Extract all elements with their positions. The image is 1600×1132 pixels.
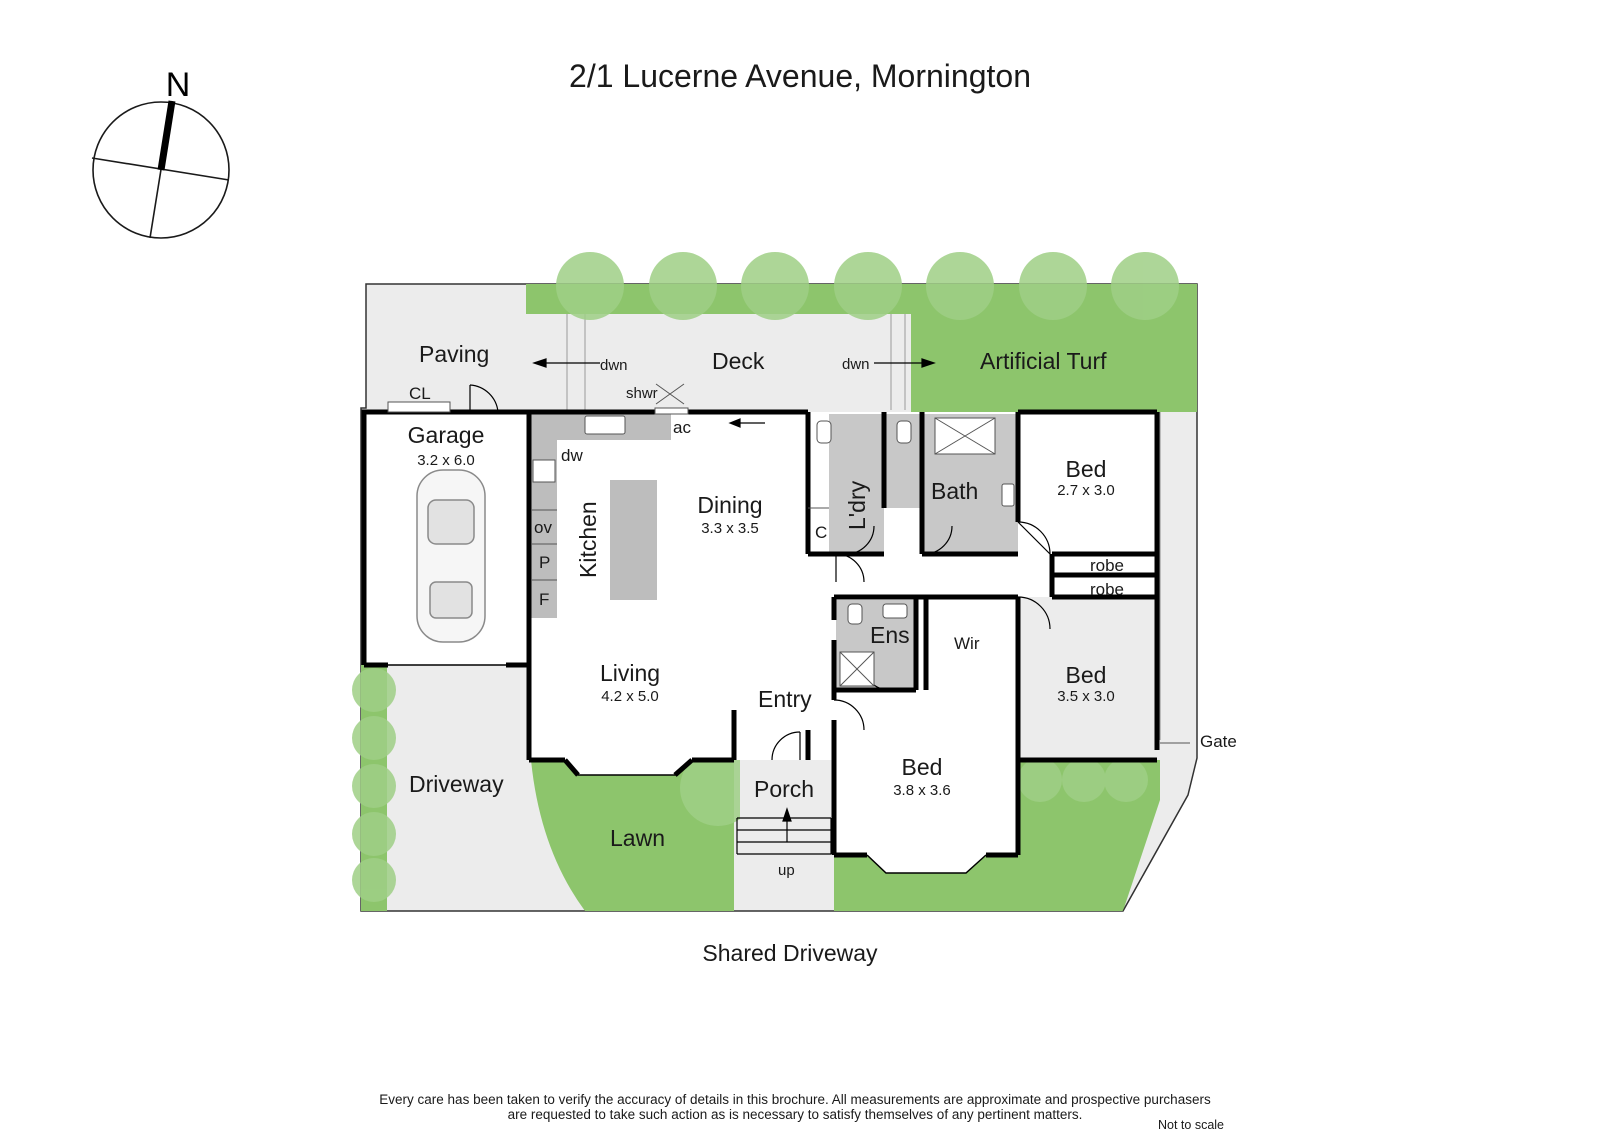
scale-note: Not to scale [1158,1118,1225,1132]
robe1-label: robe [1089,556,1125,575]
walls [361,409,1160,858]
compass-icon [91,100,230,239]
kitchen-label: Kitchen [575,501,601,578]
robe2-label: robe [1089,580,1125,599]
ac-label: ac [673,418,691,437]
paving-label: Paving [419,341,490,367]
toilet-icon [847,603,863,625]
toilet-icon [816,420,832,444]
toilet-icon [896,420,912,444]
tree-row [352,252,1179,902]
car-icon [416,469,486,643]
bed3-label: Bed [901,754,943,780]
laundry-label: L'dry [844,480,870,530]
laundry-floor [829,414,884,554]
basin-icon [1001,483,1015,507]
wir-label: Wir [954,634,980,653]
kitchen-island [610,480,657,600]
bed1-dims: 2.7 x 3.0 [1057,482,1115,499]
driveway-label: Driveway [409,771,504,797]
turf-label: Artificial Turf [980,348,1107,374]
bed2-dims: 3.5 x 3.0 [1057,688,1115,705]
garage-dims: 3.2 x 6.0 [417,452,475,469]
dwn-left-label: dwn [600,357,628,374]
shared-driveway-label: Shared Driveway [702,940,878,966]
up-label: up [778,862,795,879]
gate-label: Gate [1200,732,1237,751]
sink-icon [584,415,626,435]
dwn-right-label: dwn [842,356,870,373]
cl-label: CL [409,384,431,403]
ensuite-label: Ens [870,622,910,648]
door-swings [469,384,1051,761]
cooktop-icon [532,459,556,483]
living-label: Living [599,660,661,686]
living-dims: 4.2 x 5.0 [601,688,659,705]
dining-dims: 3.3 x 3.5 [701,520,759,537]
basin-icon [882,603,908,619]
bed3-dims: 3.8 x 3.6 [893,782,951,799]
pantry-label: P [539,553,551,572]
porch-label: Porch [754,776,815,802]
deck-label: Deck [712,348,765,374]
north-label: N [166,66,191,104]
shower-outdoor-label: shwr [626,385,658,402]
artificial-turf-area [911,314,1197,412]
dw-label: dw [561,446,583,465]
cupboard-label: C [815,523,828,542]
fridge-label: F [539,590,550,609]
plan-title: 2/1 Lucerne Avenue, Mornington [569,58,1031,94]
ov-label: ov [534,518,552,537]
bed2-label: Bed [1065,662,1107,688]
disclaimer: Every care has been taken to verify the … [300,1092,1290,1122]
disclaimer-line-2: are requested to take such action as is … [507,1107,1083,1122]
bed1-label: Bed [1065,456,1107,482]
entry-label: Entry [758,686,812,712]
bath-label: Bath [931,478,979,504]
disclaimer-line-1: Every care has been taken to verify the … [379,1092,1211,1107]
lawn-label: Lawn [610,825,665,851]
dining-label: Dining [697,492,763,518]
garage-label: Garage [407,422,485,448]
